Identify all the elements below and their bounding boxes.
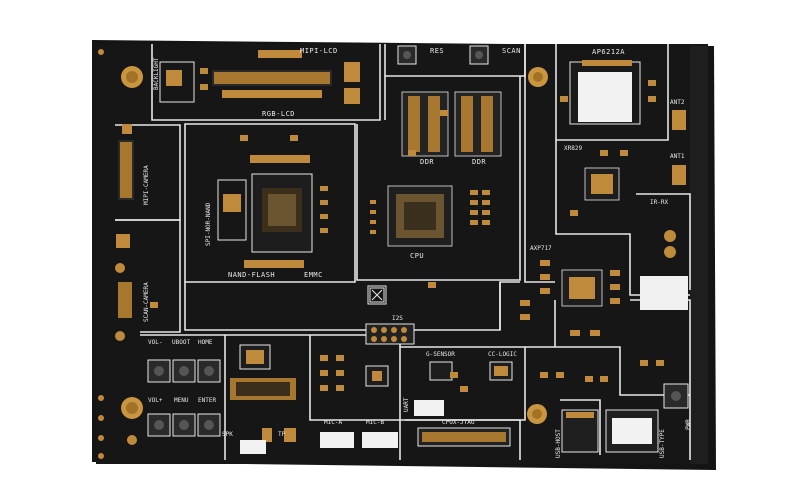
axp717-chip [561, 269, 603, 307]
label-mic-b: MIC-B [366, 419, 384, 426]
left-edge-vias [98, 49, 104, 459]
wifi-module [569, 60, 686, 185]
ddr-chips [401, 91, 502, 157]
label-vol-minus: VOL- [148, 339, 162, 346]
label-usb-type: USB-TYPE [659, 429, 666, 458]
label-res: RES [430, 47, 444, 55]
label-tp: TP [278, 431, 286, 438]
i2s-header [365, 285, 415, 345]
label-vol-plus: VOL+ [148, 397, 163, 404]
scan-camera-connector [116, 234, 132, 318]
cpu-chip [387, 185, 453, 247]
xr829-chip [584, 167, 620, 201]
nand-emmc-area [217, 155, 313, 268]
res-scan-buttons [397, 45, 489, 65]
label-scan: SCAN [502, 47, 521, 55]
label-spi-nor-nand: SPI-NOR-NAND [205, 202, 212, 246]
label-usb-host: USB-HOST [555, 429, 562, 458]
label-emmc: EMMC [304, 271, 323, 279]
label-mic-a: MIC-A [324, 419, 342, 426]
label-enter: ENTER [198, 397, 216, 404]
label-menu: MENU [174, 397, 189, 404]
label-g-sensor: G-SENSOR [426, 351, 455, 358]
pwr-button [663, 383, 689, 409]
ir-rx [640, 230, 688, 310]
recycle-symbol [369, 287, 385, 303]
label-cpu: CPU [410, 252, 424, 260]
label-ddr-left: DDR [420, 158, 434, 166]
label-xr829: XR829 [564, 145, 582, 152]
mounting-holes [115, 66, 548, 445]
label-rgb-lcd: RGB-LCD [262, 110, 295, 118]
right-edge-strip [690, 46, 708, 464]
label-pwr: PWR [685, 419, 692, 430]
label-ap6212a: AP6212A [592, 48, 625, 56]
mic-connectors [240, 432, 398, 454]
label-uart: UART [403, 397, 410, 412]
mipi-camera-connector [118, 124, 134, 200]
label-cpux-jtag: CPUX-JTAG [442, 419, 475, 426]
label-ant2: ANT2 [670, 99, 685, 106]
smd-components [150, 68, 664, 392]
label-uboot: UBOOT [172, 339, 190, 346]
label-nand-flash: NAND-FLASH [228, 271, 275, 279]
audio-components [230, 344, 389, 442]
sensor-chips [429, 361, 513, 381]
label-home: HOME [198, 339, 213, 346]
label-i2s: I2S [392, 315, 403, 322]
tactile-buttons [147, 359, 221, 437]
label-mipi-camera: MIPI-CAMERA [143, 165, 150, 205]
label-axp717: AXP717 [530, 245, 552, 252]
usb-connectors [561, 409, 659, 453]
label-ir-rx: IR-RX [650, 199, 668, 206]
uart-jtag-headers [414, 400, 511, 447]
label-spk: SPK [222, 431, 233, 438]
mipi-lcd-connector [159, 50, 360, 104]
label-backlight: BACKLIGHT [153, 57, 160, 90]
label-scan-camera: SCAN-CAMERA [143, 282, 150, 322]
label-ant1: ANT1 [670, 153, 685, 160]
label-cc-logic: CC-LOGIC [488, 351, 517, 358]
label-mipi-lcd: MIPI-LCD [300, 47, 338, 55]
label-ddr-right: DDR [472, 158, 486, 166]
